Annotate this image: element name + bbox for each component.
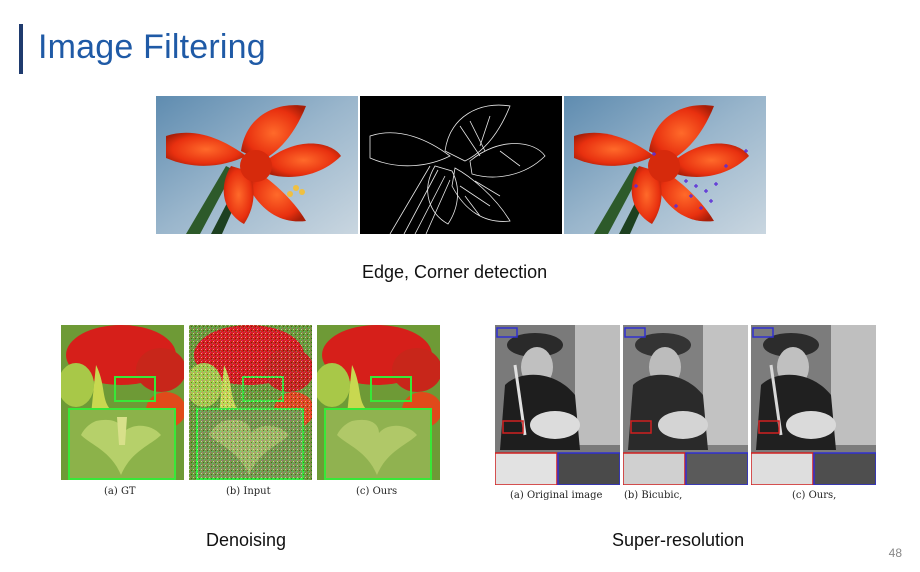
page-number: 48 xyxy=(888,546,902,560)
edge-map xyxy=(360,96,562,234)
corner-detection xyxy=(564,96,766,234)
edge-caption: Edge, Corner detection xyxy=(362,262,548,282)
denoise-input-image xyxy=(189,325,312,480)
superres-original-image xyxy=(495,325,620,485)
slide-title: Image Filtering xyxy=(38,28,266,66)
superres-caption: Super-resolution xyxy=(612,530,745,550)
denoise-ours-image xyxy=(317,325,440,480)
superres-bicubic-image xyxy=(623,325,748,485)
superres-subcaption-bicubic: (b) Bicubic, xyxy=(624,490,683,501)
denoise-subcaption-input: (b) Input xyxy=(226,486,271,497)
flower-photo xyxy=(156,96,358,234)
title-accent-bar xyxy=(19,24,23,74)
denoise-subcaption-gt: (a) GT xyxy=(104,486,136,497)
superres-subcaption-ours: (c) Ours, xyxy=(792,490,837,501)
superres-ours-image xyxy=(751,325,876,485)
denoising-caption: Denoising xyxy=(206,530,287,550)
superres-subcaption-original: (a) Original image xyxy=(510,490,603,501)
denoise-gt-image xyxy=(61,325,184,480)
denoise-subcaption-ours: (c) Ours xyxy=(356,486,398,497)
